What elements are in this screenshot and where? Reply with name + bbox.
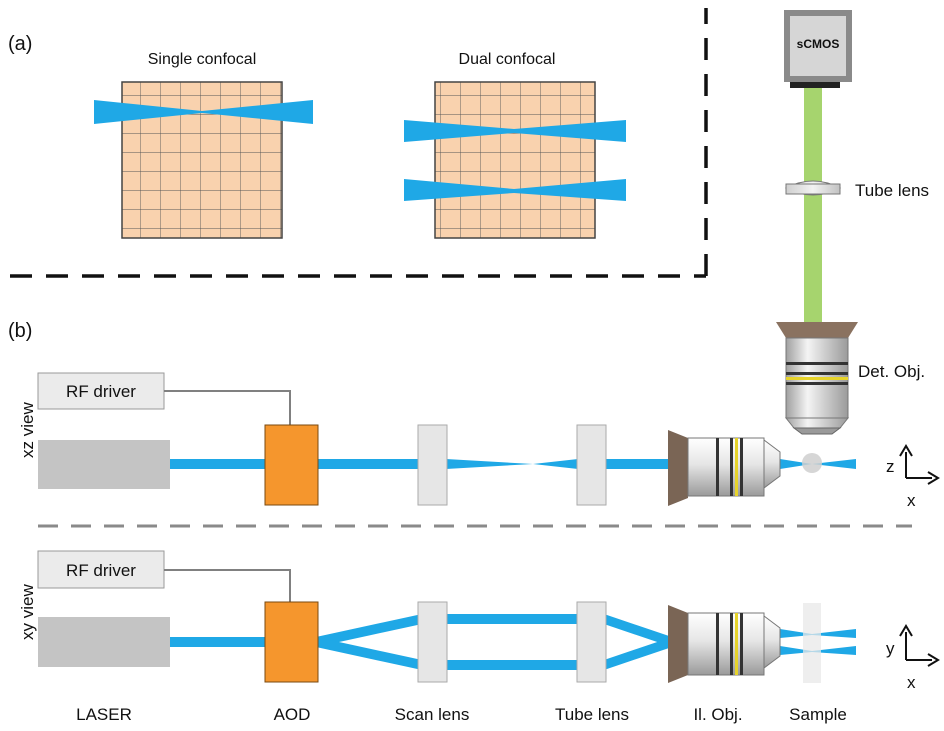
label-aod: AOD	[274, 705, 311, 724]
det-obj-label: Det. Obj.	[858, 362, 925, 381]
xz-aod	[264, 424, 319, 506]
xy-laser	[38, 617, 170, 667]
xz-rf-driver-label: RF driver	[66, 382, 136, 401]
label-laser: LASER	[76, 705, 132, 724]
xy-axis-vertical-label: y	[886, 639, 895, 658]
label-il-obj: Il. Obj.	[693, 705, 742, 724]
xz-rf-driver	[37, 372, 291, 426]
detection-tube-lens-label: Tube lens	[855, 181, 929, 200]
xz-tube-lens	[576, 424, 607, 506]
xz-laser	[38, 440, 170, 489]
xz-axes	[899, 444, 940, 485]
label-sample: Sample	[789, 705, 847, 724]
xz-view-label: xz view	[18, 402, 37, 458]
scmos-camera	[784, 10, 852, 88]
panel-b-label: (b)	[8, 320, 32, 342]
label-scan-lens: Scan lens	[395, 705, 470, 724]
panel-a-separator	[10, 8, 708, 278]
xz-beam-path	[170, 453, 856, 473]
xy-axes	[899, 624, 940, 667]
xy-scan-lens	[417, 601, 448, 683]
dual-light-sheet-lower	[404, 179, 626, 201]
xy-rf-driver-label: RF driver	[66, 561, 136, 580]
dual-confocal-grid	[404, 81, 626, 239]
xz-axis-vertical-label: z	[886, 457, 895, 476]
single-confocal-grid	[94, 81, 313, 239]
xy-axis-horizontal-label: x	[907, 673, 916, 692]
xy-view-label: xy view	[18, 584, 37, 640]
xz-illumination-objective	[668, 430, 781, 506]
single-confocal-title: Single confocal	[148, 51, 257, 68]
xy-sample	[803, 603, 821, 683]
xz-scan-lens	[417, 424, 448, 506]
label-tube-lens: Tube lens	[555, 705, 629, 724]
detection-path: sCMOS Tube lens Det. Obj.	[776, 10, 929, 435]
xy-aod	[264, 601, 319, 683]
xy-rf-driver	[37, 550, 291, 602]
detection-beam	[804, 86, 822, 328]
panel-a-label: (a)	[8, 33, 32, 55]
detection-objective	[776, 322, 858, 435]
xz-axis-horizontal-label: x	[907, 491, 916, 510]
single-light-sheet	[94, 100, 313, 124]
xy-illumination-objective	[668, 605, 781, 683]
xy-beam-path	[170, 603, 856, 683]
xy-tube-lens	[576, 601, 607, 683]
dual-light-sheet-upper	[404, 120, 626, 142]
dual-confocal-title: Dual confocal	[459, 51, 556, 68]
camera-label: sCMOS	[797, 37, 840, 51]
